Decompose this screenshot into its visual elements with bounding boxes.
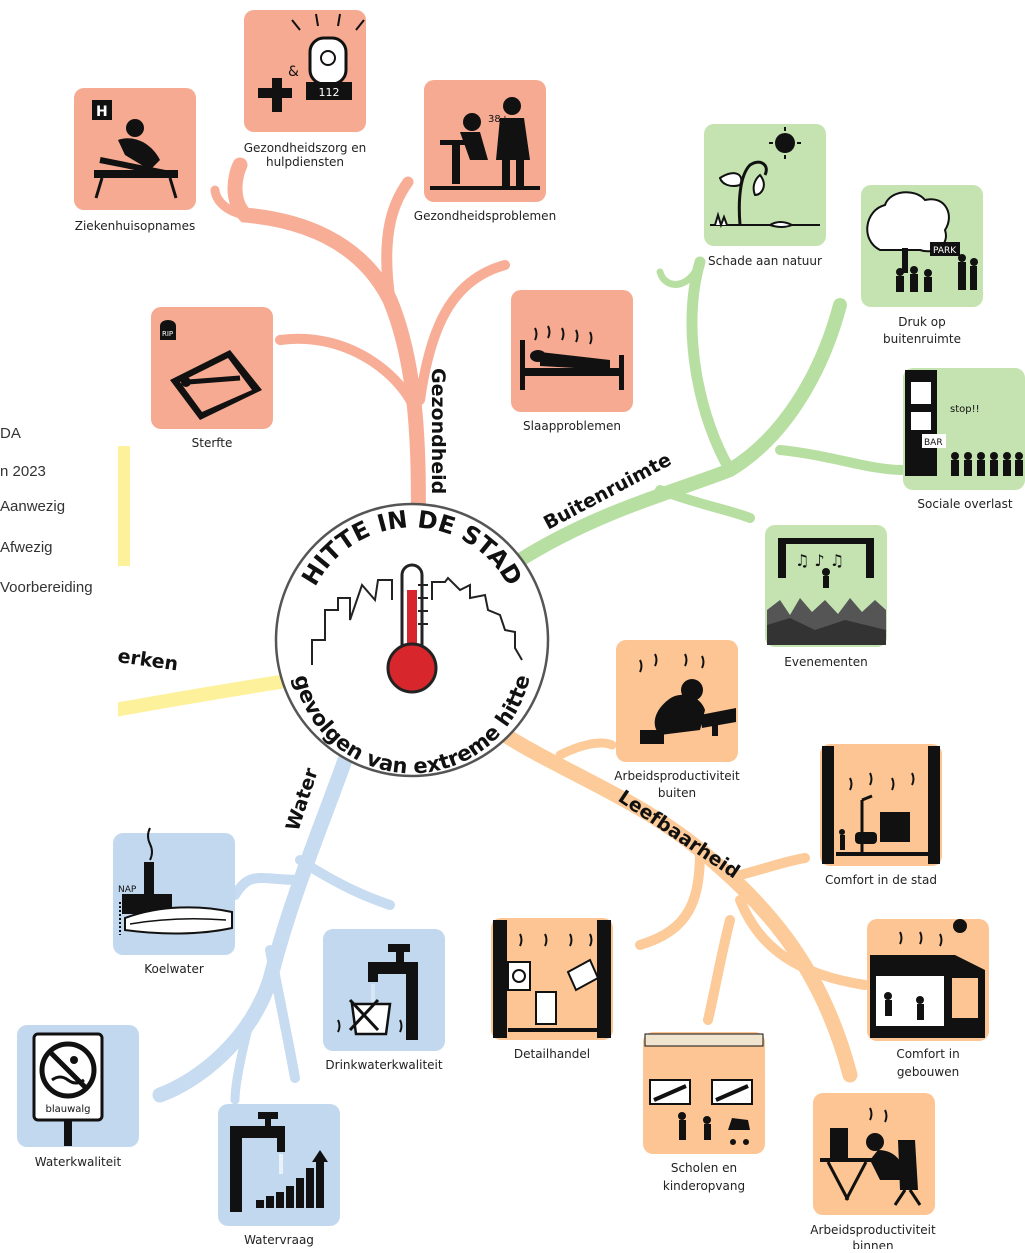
sleepless-bed-icon [520,302,624,390]
node-waterkwaliteit[interactable]: blauwalg Waterkwaliteit [17,1025,139,1169]
noisy-bar-icon: BAR stop!! [905,370,1023,476]
bar-sign: BAR [924,438,943,448]
node-label-drinkwater: Drinkwaterkwaliteit [325,1058,442,1072]
node-label-sterfte: Sterfte [192,436,233,450]
branch-leefbaarheid-curves [497,727,870,1083]
center-badge: HITTE IN DE STAD gevolgen van extreme hi… [274,502,550,779]
shop-products-icon [493,920,611,1038]
coffin-icon: RIP [160,320,262,420]
node-label-scholen-1: Scholen en [671,1161,737,1175]
doctor-patient-icon: 38+ [430,97,540,190]
node-gezondheidsproblemen[interactable]: 38+ Gezondheidsproblemen [414,80,556,223]
node-label-arbeid-binnen-2: binnen [852,1239,893,1249]
node-comfort-stad[interactable]: Comfort in de stad [820,744,942,887]
node-detailhandel[interactable]: Detailhandel [491,918,613,1061]
branch-label-netwerken: erken [116,645,179,675]
power-plant-water-icon: NAP [118,827,233,935]
outdoor-worker-icon [639,653,736,744]
blauwalg-sign-text: blauwalg [45,1104,90,1115]
node-label-gezondheidszorg-2: hulpdiensten [266,155,344,169]
node-comfort-gebouwen[interactable]: Comfort in gebouwen [867,919,989,1079]
node-label-druk-1: Druk op [898,315,946,329]
tap-glass-icon [337,944,418,1040]
demand-bars [256,1150,328,1208]
shout-text: stop!! [950,404,980,415]
node-label-sociale-overlast: Sociale overlast [917,497,1012,511]
node-label-evenementen: Evenementen [784,655,867,669]
node-label-koelwater: Koelwater [144,962,204,976]
node-label-detailhandel: Detailhandel [514,1047,590,1061]
fever-38: 38+ [488,114,509,125]
node-label-arbeid-buiten-1: Arbeidsproductiviteit [614,769,740,783]
legend-item-aanwezig: Aanwezig [0,498,65,515]
legend-item-voorbereiding: Voorbereiding [0,579,93,596]
branch-label-leefbaarheid: Leefbaarheid [614,786,743,883]
svg-text:♫ ♪ ♫: ♫ ♪ ♫ [795,551,844,570]
school-children-icon [644,1033,764,1145]
node-label-gezondheidszorg-1: Gezondheidszorg en [244,141,367,155]
office-worker-icon [820,1107,922,1206]
node-label-slaapproblemen: Slaapproblemen [523,419,621,433]
node-schade-natuur[interactable]: Schade aan natuur [704,124,826,268]
node-ziekenhuisopnames[interactable]: H Ziekenhuisopnames [74,88,196,233]
hot-building-icon [870,919,985,1038]
sign-112: 112 [319,86,340,99]
node-arbeid-binnen[interactable]: Arbeidsproductiviteit binnen [810,1093,936,1253]
node-label-arbeid-binnen-1: Arbeidsproductiviteit [810,1223,936,1237]
tap-demand-icon [230,1112,328,1212]
node-label-comfort-stad: Comfort in de stad [825,873,937,887]
node-label-schade-natuur: Schade aan natuur [708,254,822,268]
node-slaapproblemen[interactable]: Slaapproblemen [511,290,633,433]
node-sociale-overlast[interactable]: BAR stop!! Sociale overlast [903,368,1025,511]
emergency-siren-icon: & 112 [258,13,365,112]
thermometer-icon [386,563,438,694]
legend-item-1: n 2023 [0,463,46,480]
node-scholen[interactable]: Scholen en kinderopvang [643,1032,765,1193]
node-evenementen[interactable]: ♫ ♪ ♫ Evenementen [765,525,887,669]
skyline [311,576,523,665]
node-label-scholen-2: kinderopvang [663,1179,745,1193]
node-label-druk-2: buitenruimte [883,332,961,346]
legend-panel: DA n 2023 Aanwezig Afwezig Voorbereiding [0,322,130,1032]
node-gezondheidszorg[interactable]: & 112 Gezondheidszorg en hulpdiensten [244,10,367,169]
node-label-comfort-gebouwen-2: gebouwen [897,1065,959,1079]
node-label-gezondheidsproblemen: Gezondheidsproblemen [414,209,556,223]
legend-item-0: DA [0,425,21,442]
no-swimming-sign-icon: blauwalg [32,1032,104,1146]
node-arbeid-buiten[interactable]: Arbeidsproductiviteit buiten [614,640,740,800]
node-label-comfort-gebouwen-1: Comfort in [896,1047,959,1061]
hot-street-icon [822,746,940,864]
concert-crowd-icon: ♫ ♪ ♫ [767,538,886,645]
node-druk-buitenruimte[interactable]: PARK Druk op buitenruimte [861,185,983,346]
wilted-plant-icon [710,127,820,229]
node-watervraag[interactable]: Watervraag [218,1104,340,1247]
svg-text:H: H [96,104,108,120]
node-label-arbeid-buiten-2: buiten [658,786,696,800]
branch-buitenruimte-curves [513,256,907,567]
branch-gezondheid-curves [210,157,510,538]
svg-text:&: & [288,64,299,80]
park-sign: PARK [933,246,957,256]
branch-label-gezondheid: Gezondheid [427,368,449,494]
node-label-ziekenhuisopnames: Ziekenhuisopnames [75,219,196,233]
crowded-park-icon: PARK [866,191,978,292]
legend-item-afwezig: Afwezig [0,539,53,556]
nap-text: NAP [118,885,137,895]
rip-text: RIP [162,330,173,338]
node-label-waterkwaliteit: Waterkwaliteit [35,1155,122,1169]
legend-yellow-strip [118,446,130,566]
hospital-bed-icon: H [92,100,178,199]
branch-netwerken-curves [108,675,287,717]
node-label-watervraag: Watervraag [244,1233,314,1247]
branch-water-curves [152,752,395,1105]
node-koelwater[interactable]: NAP Koelwater [113,827,235,976]
node-drinkwater[interactable]: Drinkwaterkwaliteit [323,929,445,1072]
node-sterfte[interactable]: RIP Sterfte [151,307,273,450]
